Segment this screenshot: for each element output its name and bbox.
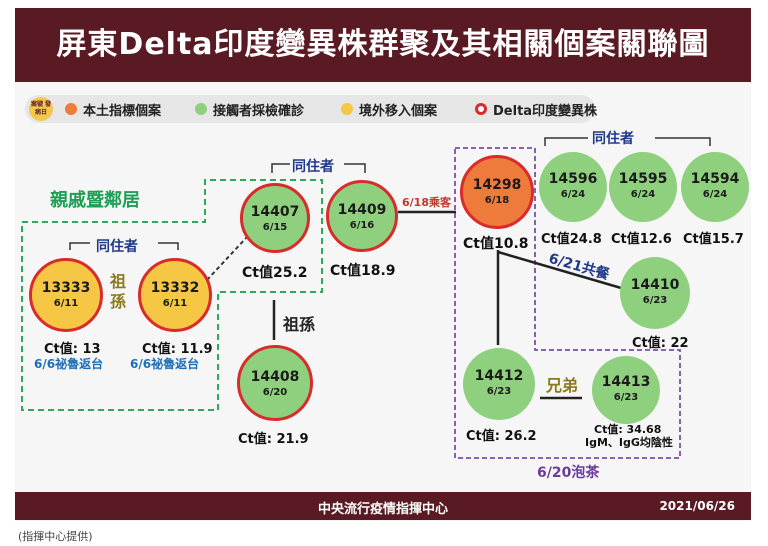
- red-ring-icon: [475, 103, 487, 115]
- case-14595-node: 14595 6/24: [609, 152, 677, 222]
- case-14594-ct: Ct值15.7: [683, 232, 744, 247]
- footer-organization: 中央流行疫情指揮中心: [317, 502, 448, 517]
- yellow-dot-icon: [341, 103, 353, 115]
- case-14413-node: 14413 6/23: [592, 356, 660, 424]
- tea-dashed-box: [454, 147, 681, 459]
- footer-bar: 中央流行疫情指揮中心 2021/06/26: [15, 492, 751, 520]
- case-14410-node: 14410 6/23: [620, 257, 690, 329]
- case-13332-ct: Ct值: 11.9: [142, 342, 213, 357]
- grandparent-vertical-label: 祖孫: [283, 315, 316, 334]
- case-date: 6/24: [702, 189, 728, 200]
- case-14409-node: 14409 6/16: [326, 180, 398, 252]
- case-14298-node: 14298 6/18: [460, 155, 534, 229]
- case-id: 14409: [337, 202, 387, 218]
- case-id: 14596: [548, 171, 598, 187]
- case-date: 6/23: [486, 386, 512, 397]
- flight-label: 6/18乘客: [402, 196, 451, 209]
- bracket-cohab-left: [69, 242, 179, 250]
- legend-label-contact-case: 接觸者採檢確診: [213, 104, 305, 119]
- bracket-cohab-mid: [271, 163, 366, 173]
- source-caption: (指揮中心提供): [18, 530, 93, 543]
- case-id: 13332: [150, 280, 200, 296]
- green-dot-icon: [195, 103, 207, 115]
- cohab-label-mid: 同住者: [292, 159, 334, 175]
- case-id: 14407: [250, 204, 300, 220]
- case-date: 6/16: [349, 220, 375, 231]
- link-14298-14410: [497, 250, 629, 292]
- case-id: 14595: [618, 171, 668, 187]
- case-13332-node: 13332 6/11: [138, 258, 212, 332]
- case-date: 6/24: [630, 189, 656, 200]
- case-id: 14298: [472, 177, 522, 193]
- case-date: 6/24: [560, 189, 586, 200]
- case-14409-ct: Ct值18.9: [330, 263, 396, 279]
- case-14412-node: 14412 6/23: [463, 348, 535, 420]
- case-13332-note: 6/6祕魯返台: [130, 357, 200, 371]
- cohab-label-right: 同住者: [592, 131, 634, 147]
- case-id: 14412: [474, 368, 524, 384]
- footer-date: 2021/06/26: [659, 499, 735, 513]
- case-14412-ct: Ct值: 26.2: [466, 429, 537, 444]
- case-14594-node: 14594 6/24: [681, 152, 749, 222]
- legend-label-delta-variant: Delta印度變異株: [493, 104, 598, 119]
- case-14596-node: 14596 6/24: [539, 152, 607, 222]
- siblings-label: 兄弟: [546, 376, 579, 395]
- case-13333-note: 6/6祕魯返台: [34, 357, 104, 371]
- case-14407-ct: Ct值25.2: [242, 265, 308, 281]
- legend-badge: 案號 發病日: [29, 97, 53, 121]
- legend-label-imported-case: 境外移入個案: [359, 104, 438, 119]
- case-id: 14413: [601, 374, 651, 390]
- link-13332-14407: [206, 236, 248, 281]
- poster-background: [15, 8, 751, 521]
- case-date: 6/20: [262, 387, 288, 398]
- case-id: 14408: [250, 369, 300, 385]
- case-date: 6/11: [162, 298, 188, 309]
- case-id: 14594: [690, 171, 740, 187]
- case-14410-ct: Ct值: 22: [632, 336, 689, 351]
- case-14596-ct: Ct值24.8: [541, 232, 602, 247]
- case-13333-ct: Ct值: 13: [44, 342, 101, 357]
- case-14407-node: 14407 6/15: [240, 183, 310, 253]
- title-banner: 屏東Delta印度變異株群聚及其相關個案關聯圖: [15, 8, 751, 82]
- case-date: 6/23: [613, 392, 639, 403]
- page-title: 屏東Delta印度變異株群聚及其相關個案關聯圖: [56, 27, 710, 62]
- legend: 案號 發病日 本土指標個案 接觸者採檢確診 境外移入個案 Delta印度變異株: [25, 95, 598, 123]
- case-14413-note: IgM、IgG均陰性: [585, 436, 673, 449]
- case-date: 6/23: [642, 295, 668, 306]
- case-14595-ct: Ct值12.6: [611, 232, 672, 247]
- relatives-dashed-box: [21, 179, 323, 411]
- grandparent-pair-label: 祖孫: [110, 272, 127, 311]
- legend-label-index-case: 本土指標個案: [83, 104, 162, 119]
- orange-dot-icon: [65, 103, 77, 115]
- case-date: 6/11: [53, 298, 79, 309]
- case-date: 6/18: [484, 195, 510, 206]
- relatives-label: 親戚暨鄰居: [50, 190, 140, 211]
- case-13333-node: 13333 6/11: [29, 258, 103, 332]
- case-id: 14410: [630, 277, 680, 293]
- cohab-label-left: 同住者: [96, 239, 138, 255]
- case-date: 6/15: [262, 222, 288, 233]
- case-14408-node: 14408 6/20: [237, 345, 313, 421]
- case-14413-ct: Ct值: 34.68: [594, 423, 662, 436]
- case-14298-ct: Ct值10.8: [463, 236, 529, 252]
- tea-label: 6/20泡茶: [537, 465, 600, 481]
- case-id: 13333: [41, 280, 91, 296]
- bracket-cohab-right: [544, 137, 711, 146]
- case-14408-ct: Ct值: 21.9: [238, 432, 309, 447]
